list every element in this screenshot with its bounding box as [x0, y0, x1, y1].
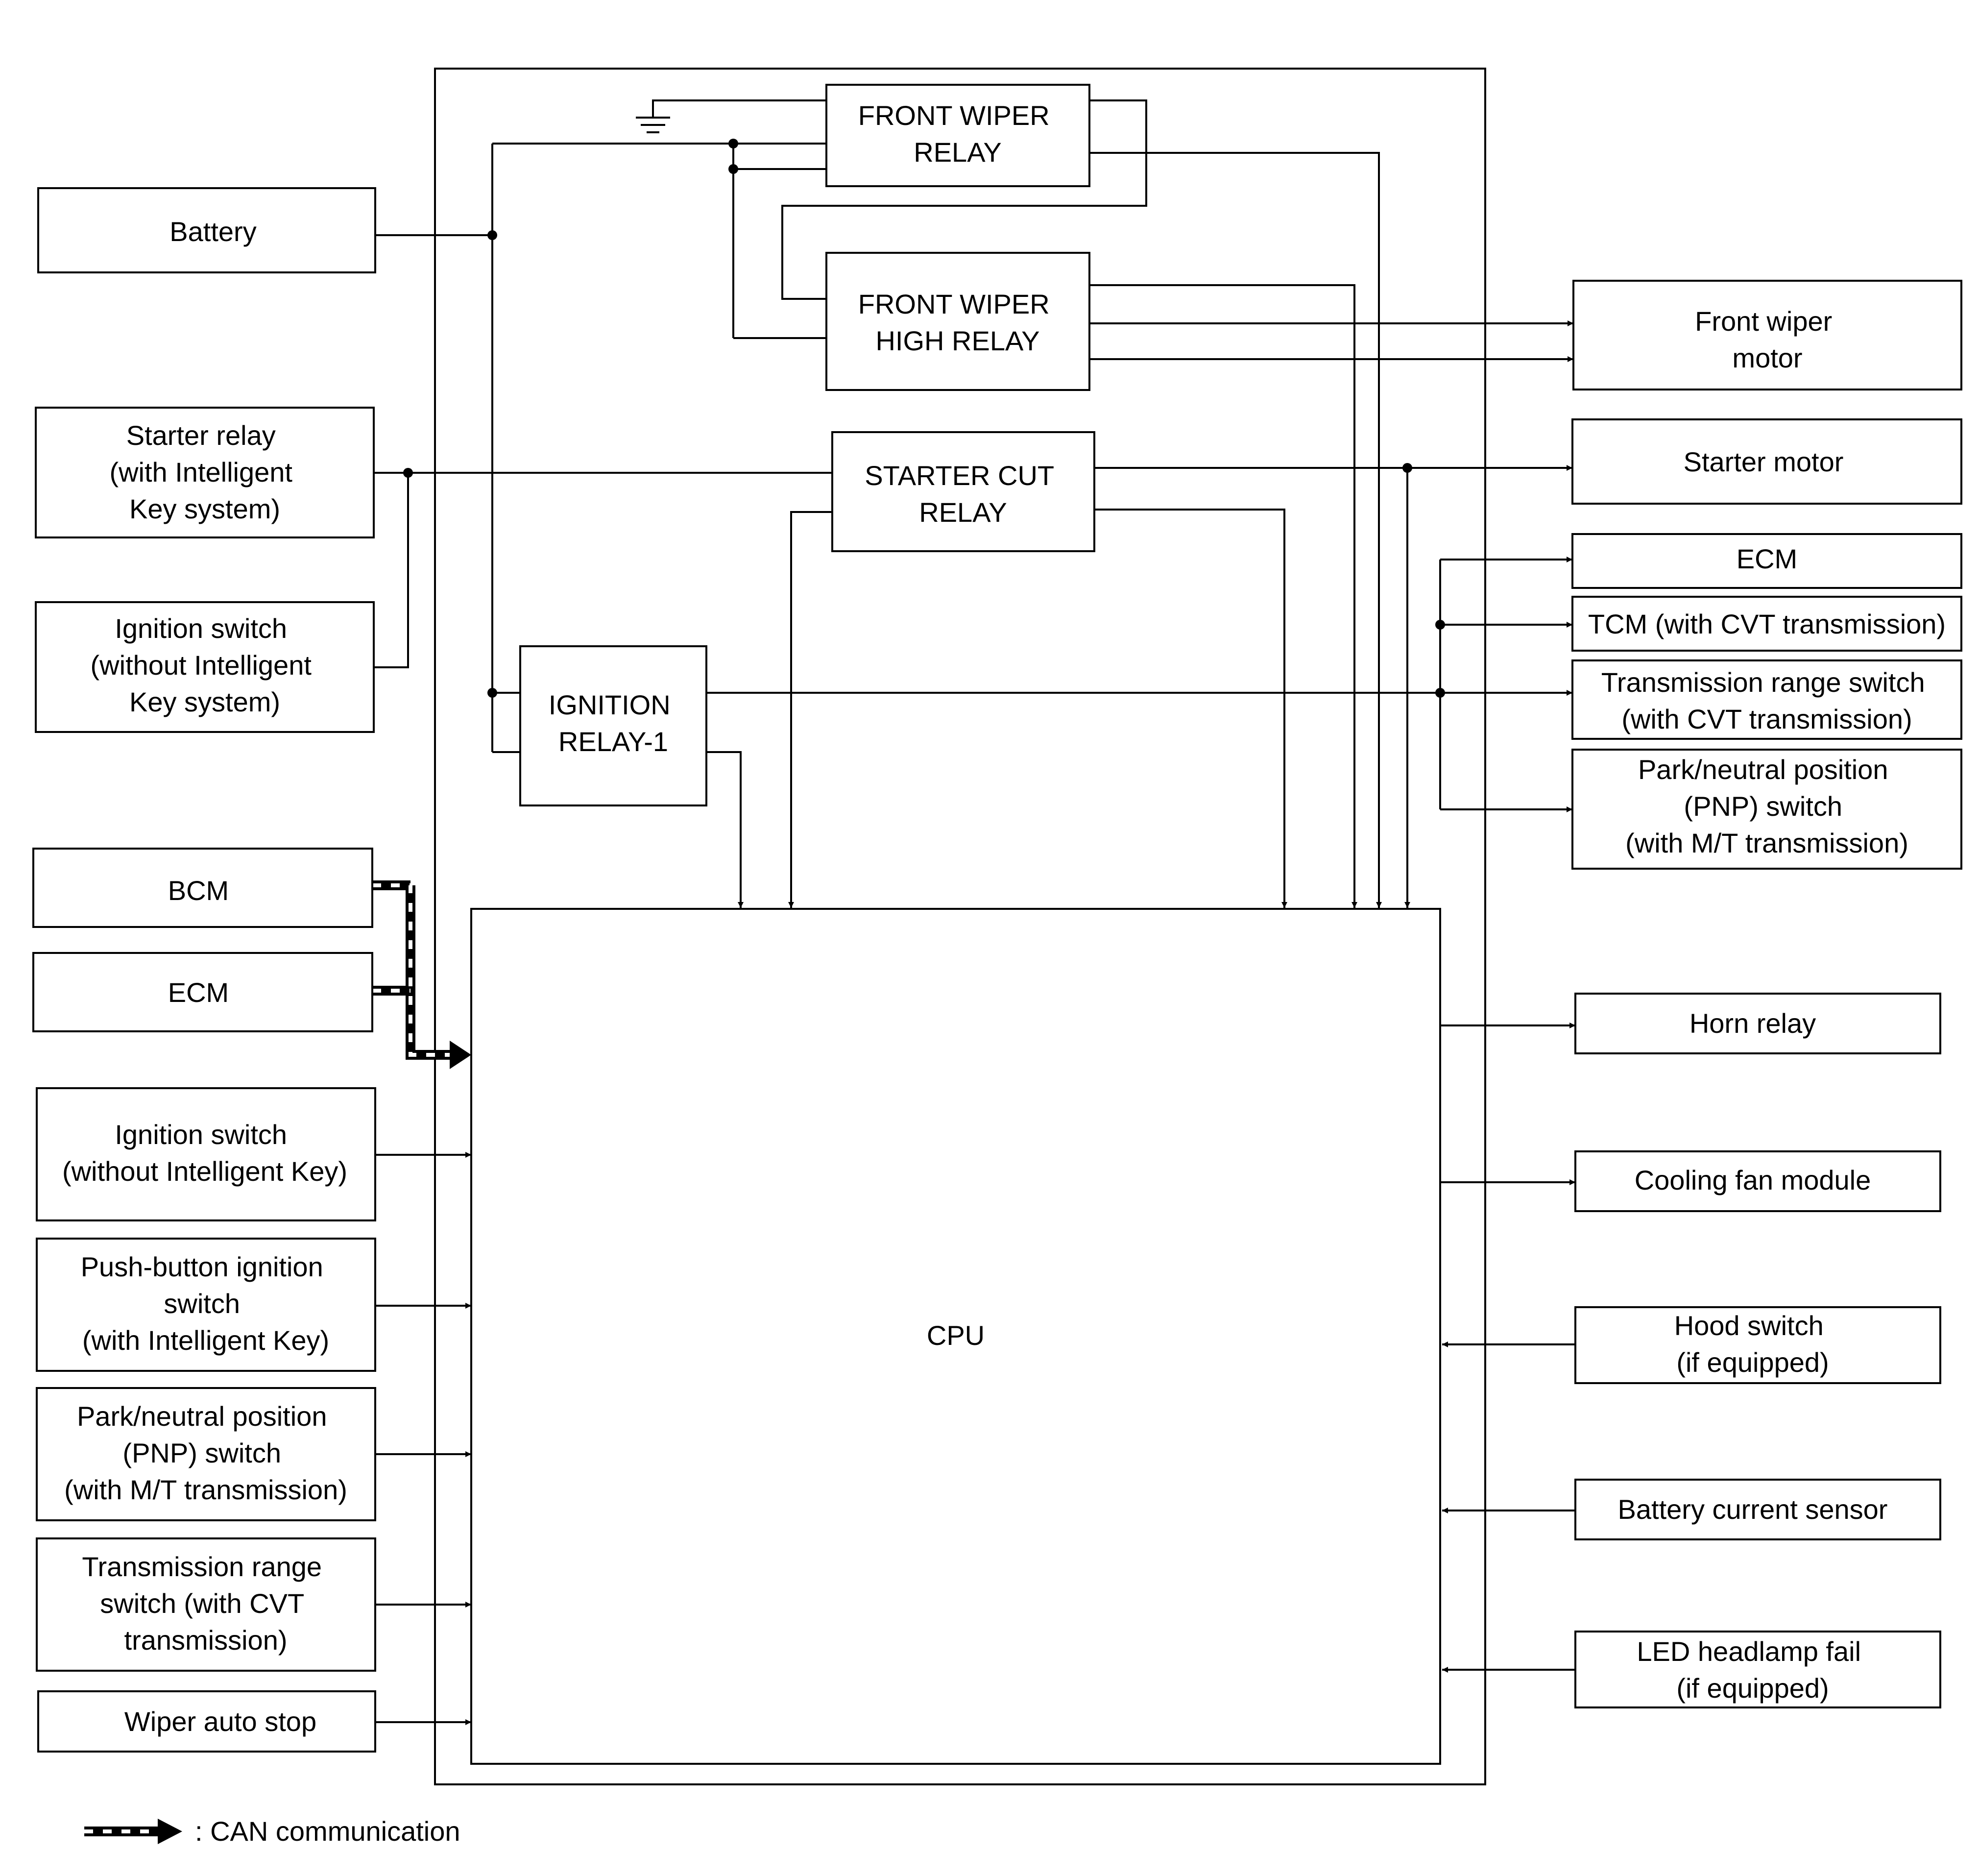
- pnp-switch-right-label: Park/neutral position (PNP) switch (with…: [1625, 754, 1908, 858]
- led-headlamp-fail-box: [1574, 1631, 1941, 1708]
- starter-motor-label: Starter motor: [1684, 446, 1844, 477]
- ecm-right-box: [1571, 533, 1962, 589]
- battery-label: Battery: [169, 216, 256, 247]
- starter-motor-box: [1571, 418, 1962, 505]
- push-button-ignition-box: [36, 1238, 376, 1372]
- legend-can-label: : CAN communication: [195, 1816, 460, 1847]
- starter-cut-relay-label: STARTER CUT RELAY: [865, 460, 1061, 528]
- ipdm-frame: [434, 68, 1486, 1785]
- ignition-switch-no-ikey-label: Ignition switch (without Intelligent Key…: [62, 1119, 347, 1187]
- front-wiper-relay: [825, 84, 1090, 187]
- starter-relay-box: [35, 407, 375, 538]
- cpu-block: [470, 908, 1441, 1765]
- battery-current-sensor-label: Battery current sensor: [1618, 1494, 1888, 1525]
- wiper-auto-stop-box: [37, 1690, 376, 1753]
- horn-relay-box: [1574, 993, 1941, 1054]
- ignition-switch-no-ikey-box: [36, 1087, 376, 1221]
- transmission-range-right-box: [1571, 659, 1962, 740]
- front-wiper-high-relay: [825, 252, 1090, 391]
- cooling-fan-module-label: Cooling fan module: [1635, 1165, 1871, 1195]
- starter-cut-relay: [831, 431, 1095, 552]
- push-button-ignition-label: Push-button ignition switch (with Intell…: [81, 1251, 331, 1356]
- junction-dots: [403, 139, 1445, 698]
- transmission-range-right-label: Transmission range switch (with CVT tran…: [1601, 667, 1932, 734]
- transmission-range-left-label: Transmission range switch (with CVT tran…: [82, 1551, 329, 1656]
- can-bus: [372, 880, 471, 1069]
- ignition-relay-1-label: IGNITION RELAY-1: [549, 689, 678, 757]
- wiper-auto-stop-label: Wiper auto stop: [124, 1706, 316, 1737]
- bcm-box: [32, 848, 373, 928]
- front-wiper-relay-label: FRONT WIPER RELAY: [858, 100, 1058, 168]
- hood-switch-box: [1574, 1306, 1941, 1384]
- ignition-switch-no-ikey-system-box: [35, 601, 375, 733]
- front-wiper-motor-label: Front wiper motor: [1695, 306, 1840, 373]
- battery-current-sensor-box: [1574, 1479, 1941, 1540]
- led-headlamp-fail-label: LED headlamp fail (if equipped): [1637, 1636, 1868, 1704]
- cooling-fan-module-box: [1574, 1150, 1941, 1212]
- pnp-switch-left-box: [36, 1387, 376, 1521]
- ecm-right-label: ECM: [1737, 543, 1797, 574]
- ignition-switch-no-ikey-system-label: Ignition switch (without Intelligent Key…: [91, 613, 319, 717]
- cpu-label: CPU: [927, 1320, 985, 1351]
- horn-relay-label: Horn relay: [1689, 1008, 1816, 1039]
- legend-can-arrowhead: [158, 1819, 182, 1844]
- tcm-label: TCM (with CVT transmission): [1588, 609, 1946, 639]
- ignition-relay-1: [519, 645, 707, 806]
- ecm-left-label: ECM: [168, 977, 229, 1008]
- legend: : CAN communication: [84, 1816, 460, 1847]
- front-wiper-high-relay-label: FRONT WIPER HIGH RELAY: [858, 289, 1058, 356]
- transmission-range-left-box: [36, 1537, 376, 1672]
- wiring: [374, 99, 1575, 1725]
- starter-relay-label: Starter relay (with Intelligent Key syst…: [109, 420, 300, 524]
- ecm-left-box: [32, 952, 373, 1032]
- tcm-box: [1571, 596, 1962, 652]
- hood-switch-label: Hood switch (if equipped): [1674, 1310, 1832, 1378]
- pnp-switch-left-label: Park/neutral position (PNP) switch (with…: [64, 1401, 347, 1505]
- ground-icon: [636, 117, 670, 133]
- battery-box: [37, 187, 376, 273]
- can-arrowhead: [450, 1041, 471, 1069]
- front-wiper-motor-box: [1572, 280, 1962, 390]
- bcm-label: BCM: [168, 875, 229, 906]
- pnp-switch-right-box: [1571, 749, 1962, 870]
